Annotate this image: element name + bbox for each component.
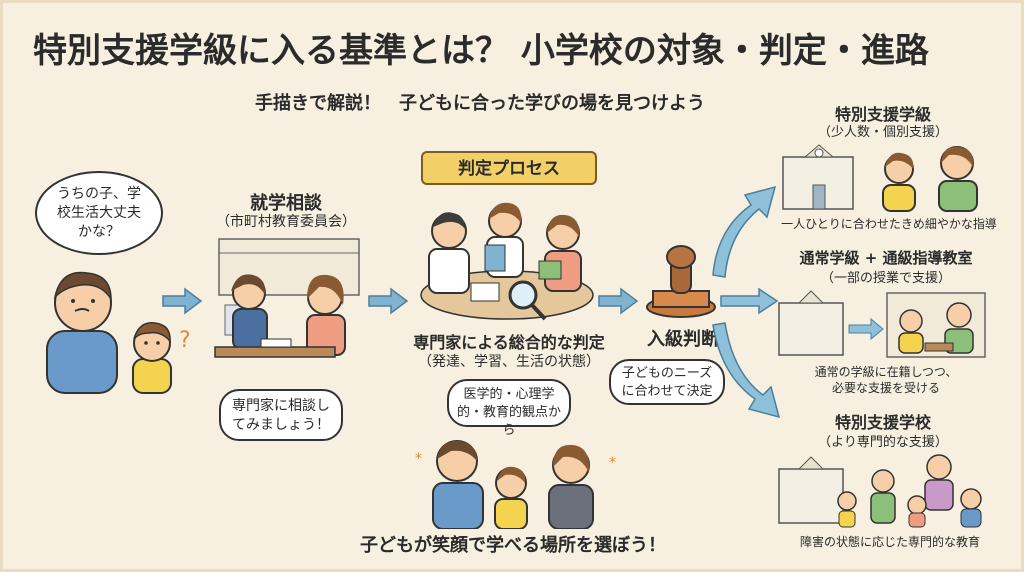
path3-sub: （より専門的な支援）: [818, 435, 948, 450]
flow-arrow-3: [598, 287, 639, 315]
branch-arrow-middle: [720, 287, 779, 315]
path2-sub: （一部の授業で支援）: [820, 271, 951, 286]
flow-arrow-1: [162, 287, 203, 315]
stamp-illustration: [646, 245, 716, 318]
path1-desc: 一人ひとりに合わせたきめ細やかな指導: [781, 217, 997, 231]
path2-desc-line2: 必要な支援を受ける: [831, 381, 940, 395]
svg-text:*: *: [609, 455, 616, 471]
consultation-illustration: [214, 238, 360, 358]
family-illustration: * *: [415, 440, 616, 529]
page-subtitle: 手描きで解説！ 子どもに合った学びの場を見つけよう: [255, 93, 705, 114]
decision-bubble: 子どものニーズに合わせて決定: [609, 359, 725, 405]
path3-title: 特別支援学校: [834, 413, 931, 432]
branch-arrow-up: [712, 185, 777, 278]
branch-arrow-down: [712, 322, 781, 419]
process-viewpoint-bubble: 医学的・心理学的・教育的観点から: [447, 379, 571, 438]
path1-sub: （少人数・個別支援）: [817, 125, 948, 140]
path3-illustration: [778, 454, 982, 528]
page-title: 特別支援学級に入る基準とは？ 小学校の対象・判定・進路: [33, 25, 929, 77]
process-banner: 判定プロセス: [421, 151, 597, 185]
path2-illustration: [778, 290, 986, 358]
parent-child-illustration: ?: [46, 271, 191, 394]
consult-advice-bubble: 専門家に相談してみましょう！: [219, 389, 343, 441]
flow-arrow-2: [368, 287, 409, 315]
path3-desc: 障害の状態に応じた専門的な教育: [799, 535, 980, 549]
path1-title: 特別支援学級: [834, 105, 931, 124]
experts-table-illustration: [420, 202, 594, 321]
title-part2: 小学校の対象・判定・進路: [520, 31, 929, 71]
svg-text:*: *: [415, 451, 422, 467]
consult-title: 就学相談: [250, 193, 322, 214]
path2-title: 通常学級 + 通級指導教室: [799, 249, 973, 267]
svg-text:?: ?: [179, 328, 191, 353]
process-sub: （発達、学習、生活の状態）: [418, 354, 600, 370]
path1-illustration: [782, 144, 978, 212]
process-caption: 専門家による総合的な判定: [413, 333, 605, 352]
title-part1: 特別支援学級に入る基準とは？: [33, 31, 509, 71]
parent-thought-bubble: うちの子、学校生活大丈夫かな？: [35, 171, 163, 255]
bottom-message: 子どもが笑顔で学べる場所を選ぼう！: [360, 535, 666, 556]
decision-title: 入級判断: [647, 329, 719, 350]
consult-sub: （市町村教育委員会）: [216, 214, 356, 230]
path2-desc-line1: 通常の学級に在籍しつつ、: [814, 365, 958, 379]
